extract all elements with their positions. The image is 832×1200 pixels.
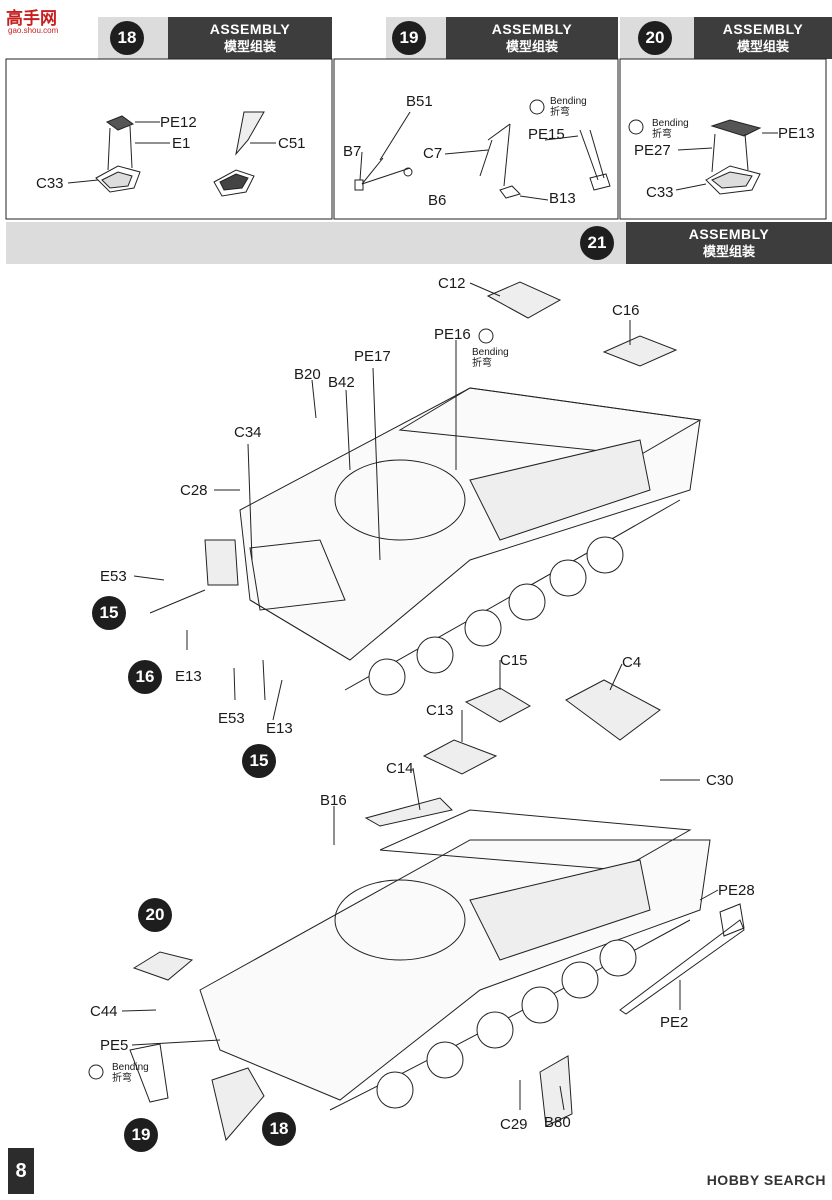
part-c4-label: C4 <box>622 654 642 671</box>
panel-20-frame <box>619 58 827 220</box>
step-20-title-en: ASSEMBLY <box>722 21 804 37</box>
part-b13-label: B13 <box>549 190 576 207</box>
step-21-bending-note-bottom: Bending 折弯 <box>112 1062 149 1084</box>
step-20-bending-note: Bending 折弯 <box>652 118 689 140</box>
bending-en: Bending <box>112 1062 149 1073</box>
part-b51-label: B51 <box>406 93 433 110</box>
part-c7-label: C7 <box>423 145 443 162</box>
part-b6-label: B6 <box>428 192 447 209</box>
part-b42-label: B42 <box>328 374 355 391</box>
part-b20-label: B20 <box>294 366 321 383</box>
callout-step-18: 18 <box>262 1112 296 1146</box>
part-pe17-label: PE17 <box>354 348 391 365</box>
part-pe12-label: PE12 <box>160 114 197 131</box>
part-e13-label: E13 <box>175 668 202 685</box>
part-c29-label: C29 <box>500 1116 528 1133</box>
part-b7-label: B7 <box>343 143 362 160</box>
step-19-header: ASSEMBLY 模型组装 19 <box>332 17 618 59</box>
step-18-header: ASSEMBLY 模型组装 18 <box>0 17 332 59</box>
bending-en: Bending <box>652 118 689 129</box>
part-c30-label: C30 <box>706 772 734 789</box>
leader-lines <box>121 282 719 1111</box>
part-c15-label: C15 <box>500 652 528 669</box>
step-21-header: ASSEMBLY 模型组装 21 <box>0 222 832 264</box>
step-18-title-en: ASSEMBLY <box>209 21 291 37</box>
part-c34-label: C34 <box>234 424 262 441</box>
bending-cn: 折弯 <box>472 358 492 369</box>
step-19-title-en: ASSEMBLY <box>491 21 573 37</box>
step-21-title-cn: 模型组装 <box>702 244 755 259</box>
part-b80-label: B80 <box>544 1114 571 1131</box>
step-21-title-en: ASSEMBLY <box>688 226 770 242</box>
footer-watermark: HOBBY SEARCH <box>706 1172 826 1188</box>
step-20-title-cn: 模型组装 <box>736 39 789 54</box>
step-19-bending-note: Bending 折弯 <box>550 96 587 118</box>
step-21-number: 21 <box>580 226 614 260</box>
callout-step-15-b: 15 <box>242 744 276 778</box>
step-21-bending-note-top: Bending 折弯 <box>472 347 509 369</box>
part-c28-label: C28 <box>180 482 208 499</box>
part-pe13-label: PE13 <box>778 125 815 142</box>
page-number: 8 <box>8 1148 34 1194</box>
part-c51-label: C51 <box>278 135 306 152</box>
part-pe5-label: PE5 <box>100 1037 129 1054</box>
watermark-logo: 高手网 <box>6 9 57 28</box>
part-c33-label: C33 <box>36 175 64 192</box>
callout-step-15-a: 15 <box>92 596 126 630</box>
bending-en: Bending <box>550 96 587 107</box>
step-19-title-cn: 模型组装 <box>505 39 558 54</box>
lower-vehicle-hull <box>129 679 745 1142</box>
watermark-url: gao.shou.com <box>8 26 59 35</box>
step-20-number: 20 <box>638 21 672 55</box>
part-c13-label: C13 <box>426 702 454 719</box>
part-e53-label: E53 <box>100 568 127 585</box>
panel-18-frame <box>5 58 333 220</box>
bending-cn: 折弯 <box>652 129 672 140</box>
part-c14-label: C14 <box>386 760 414 777</box>
part-b16-label: B16 <box>320 792 347 809</box>
callout-step-19: 19 <box>124 1118 158 1152</box>
step-18-parts <box>67 111 276 197</box>
step-20-header: ASSEMBLY 模型组装 20 <box>620 17 832 59</box>
step-20-parts <box>628 119 778 195</box>
part-c44-label: C44 <box>90 1003 118 1020</box>
step-18-number: 18 <box>110 21 144 55</box>
step-19-parts <box>354 99 611 201</box>
panel-19-frame <box>333 58 619 220</box>
part-c12-label: C12 <box>438 275 466 292</box>
bending-cn: 折弯 <box>112 1073 132 1084</box>
part-e1-label: E1 <box>172 135 191 152</box>
part-pe15-label: PE15 <box>528 126 565 143</box>
part-pe2-label: PE2 <box>660 1014 689 1031</box>
callout-step-16: 16 <box>128 660 162 694</box>
part-c16-label: C16 <box>612 302 640 319</box>
step-19-number: 19 <box>392 21 426 55</box>
part-pe28-label: PE28 <box>718 882 755 899</box>
part-pe27-label: PE27 <box>634 142 671 159</box>
bending-en: Bending <box>472 347 509 358</box>
part-c33b-label: C33 <box>646 184 674 201</box>
part-e13b-label: E13 <box>266 720 293 737</box>
upper-vehicle-hull <box>204 281 702 696</box>
step-18-title-cn: 模型组装 <box>223 39 276 54</box>
part-pe16-label: PE16 <box>434 326 471 343</box>
bending-cn: 折弯 <box>550 107 570 118</box>
callout-step-20: 20 <box>138 898 172 932</box>
part-e53b-label: E53 <box>218 710 245 727</box>
